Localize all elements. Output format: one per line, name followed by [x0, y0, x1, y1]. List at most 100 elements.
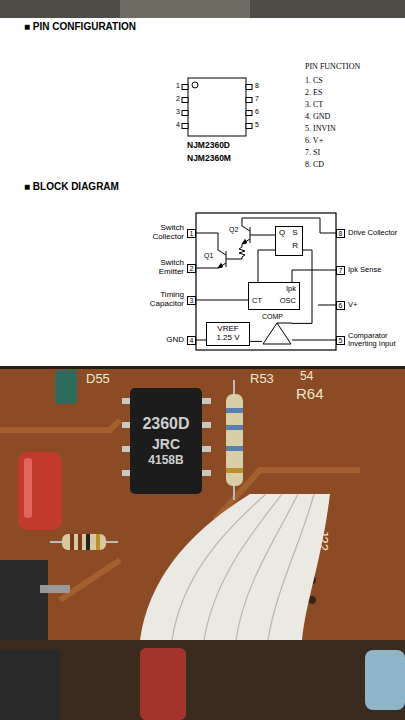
- pin-number: 4: [187, 336, 196, 345]
- signal-wire: [196, 300, 248, 301]
- pin-box: 6V+: [336, 301, 357, 310]
- label-box: 6: [255, 108, 259, 116]
- node-text: 1.25 V: [216, 334, 239, 343]
- signal-wire: [292, 270, 336, 282]
- pin-number: 5: [336, 336, 345, 345]
- node-text: Ipk Sense: [348, 266, 381, 274]
- art-detail: [239, 239, 250, 259]
- label-text: 4: [176, 121, 180, 128]
- label-box: 2: [176, 95, 180, 103]
- label-text: NJM2360D: [187, 140, 230, 150]
- node-text: Timing Capacitor: [134, 291, 184, 309]
- oscillator-box: IpkCTOSC: [248, 282, 300, 310]
- art-detail: [0, 420, 120, 430]
- pcb-board: [0, 369, 405, 640]
- node-text: V+: [348, 301, 357, 309]
- art-detail: [182, 98, 188, 103]
- ribbon-seam: [172, 494, 314, 640]
- ic-package: [182, 78, 252, 136]
- label-text: Q2: [229, 226, 238, 233]
- art-detail: [318, 305, 336, 306]
- transistor-body: [0, 560, 48, 640]
- reference-box: VREF1.25 V: [206, 322, 250, 346]
- pin-box: 7Ipk Sense: [336, 266, 381, 275]
- label-text: NJM2360M: [187, 153, 231, 163]
- label-box: Q2: [229, 226, 238, 234]
- art-detail: [172, 494, 266, 640]
- label-text: 6: [255, 108, 259, 115]
- transistor-lead: [40, 585, 70, 593]
- node-text: 4158B: [148, 453, 183, 469]
- art-detail: [226, 425, 243, 430]
- label-text: 8. CD: [305, 160, 324, 169]
- art-detail: [122, 470, 130, 476]
- art-detail: [246, 85, 252, 90]
- art-detail: [182, 124, 188, 129]
- label-text: 8: [255, 82, 259, 89]
- label-box: 54: [300, 370, 313, 383]
- art-detail: [122, 446, 130, 452]
- label-text: 1: [176, 82, 180, 89]
- art-detail: [204, 494, 282, 640]
- label-text: PIN FUNCTION: [305, 62, 360, 71]
- node-text: VREF: [217, 325, 238, 334]
- art-detail: [226, 259, 242, 260]
- photo-strip: [0, 0, 405, 18]
- label-box: 7: [255, 95, 259, 103]
- art-detail: [226, 446, 243, 451]
- art-detail: [96, 534, 100, 550]
- art-detail: [182, 111, 188, 116]
- art-detail: [70, 534, 74, 550]
- label-box: 5: [255, 121, 259, 129]
- label-box: Q1: [204, 252, 213, 260]
- art-detail: [250, 235, 275, 236]
- art-detail: [246, 124, 252, 129]
- label-box: J22: [316, 530, 330, 551]
- resistor: [62, 534, 106, 550]
- signal-wire: [292, 340, 336, 341]
- label-text: 7. SI: [305, 148, 320, 157]
- label-text: 5. INVIN: [305, 124, 336, 133]
- label-box: 2. ES: [305, 89, 322, 98]
- resistor-bands: [70, 534, 100, 550]
- label-box: 3. CT: [305, 101, 323, 110]
- art-detail: [196, 263, 226, 268]
- label-box: 7. SI: [305, 149, 320, 158]
- capacitor: [18, 452, 62, 530]
- signal-wire: [250, 341, 262, 342]
- art-detail: [226, 468, 243, 473]
- pin-box: Switch Emitter2: [134, 259, 196, 277]
- label-box: ■ PIN CONFIGURATION: [24, 21, 136, 32]
- label-box: 8. CD: [305, 161, 324, 170]
- ribbon-cable: [140, 494, 330, 640]
- label-text: 7: [255, 95, 259, 102]
- art-detail: [196, 233, 226, 255]
- pin-box: 5Comparator Inverting Input: [336, 332, 404, 349]
- component: [0, 650, 60, 720]
- node-text: COMP: [262, 313, 283, 321]
- art-detail: [182, 85, 188, 90]
- pin-number: 1: [187, 229, 196, 238]
- node-text: Switch Emitter: [134, 259, 184, 277]
- label-text: 5: [255, 121, 259, 128]
- label-box: ■ BLOCK DIAGRAM: [24, 181, 119, 192]
- label-box: NJM2360M: [187, 154, 231, 163]
- art-detail: [268, 494, 314, 640]
- comparator-outline: [263, 323, 291, 344]
- comparator-triangle: [262, 321, 292, 345]
- label-text: 2: [176, 95, 180, 102]
- silkscreen-text: D55: [86, 371, 110, 386]
- art-detail: [86, 534, 90, 550]
- label-box: R53: [250, 372, 274, 386]
- pin-number: 6: [336, 301, 345, 310]
- resistor-bands: [226, 408, 243, 473]
- label-text: 4. GND: [305, 112, 330, 121]
- pin-box: 8Drive Collector: [336, 229, 397, 238]
- signal-wire: [196, 340, 206, 341]
- pin-box: Switch Collector1: [134, 224, 196, 242]
- node-text: Comparator Inverting Input: [348, 332, 404, 349]
- photo-edge: [0, 366, 405, 369]
- label-box: 1. CS: [305, 77, 323, 86]
- silkscreen-text: J22: [316, 530, 331, 551]
